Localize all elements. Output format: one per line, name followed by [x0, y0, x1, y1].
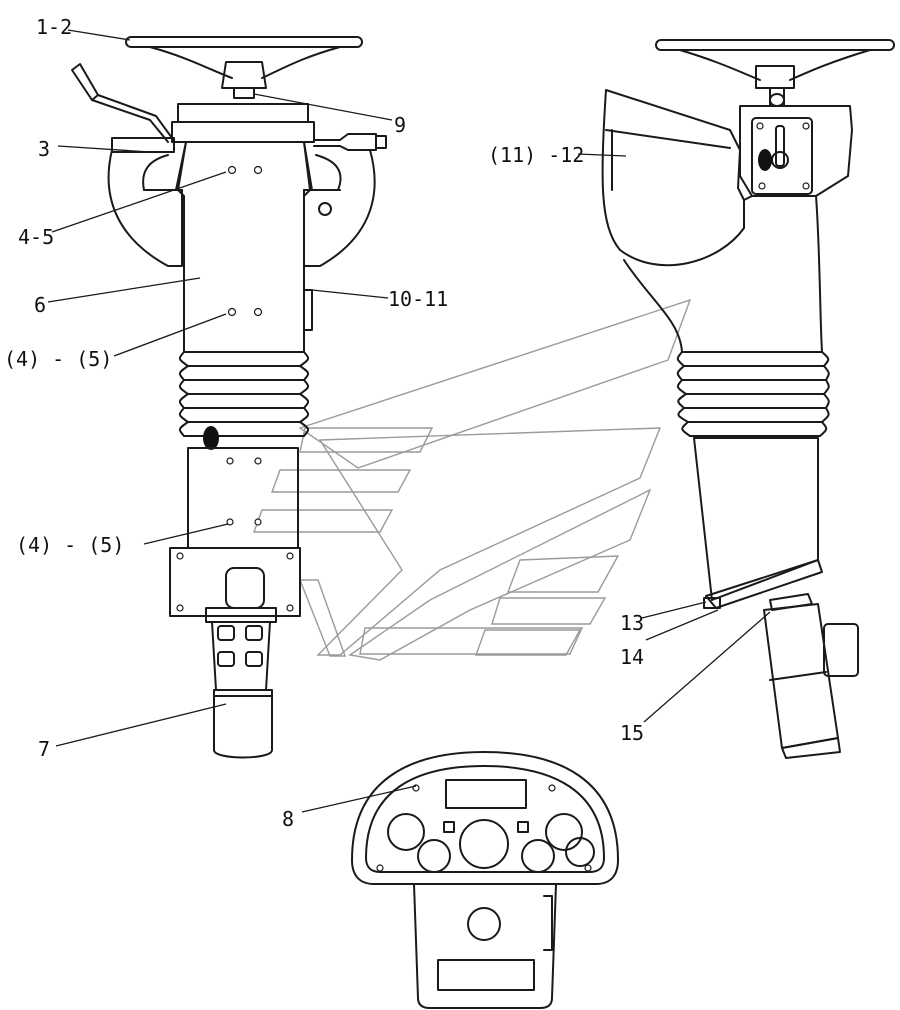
callout-9: 9 — [394, 113, 406, 137]
wiring-clip — [203, 426, 219, 450]
callout-7: 7 — [38, 737, 50, 761]
instrument-dashboard — [351, 751, 619, 1009]
watermark-logo — [253, 298, 692, 661]
callout-4-5-paren-upper: (4) - (5) — [4, 347, 112, 371]
callout-13: 13 — [620, 611, 644, 635]
upper-column-housing — [177, 141, 311, 353]
lcd-display — [445, 779, 527, 809]
steering-shroud — [601, 89, 745, 267]
steering-wheel-hub — [221, 61, 267, 89]
left-steering-assembly — [71, 36, 387, 759]
callout-labels: 1-2 3 4-5 6 (4) - (5) (4) - (5) 7 9 10-1… — [4, 15, 644, 831]
steering-wheel-rim — [125, 36, 363, 48]
callout-11-12: (11) -12 — [488, 143, 584, 167]
callout-14: 14 — [620, 645, 644, 669]
right-steering-assembly — [601, 39, 895, 759]
callout-10-11: 10-11 — [388, 287, 448, 311]
callout-6: 6 — [34, 293, 46, 317]
callout-4-5: 4-5 — [18, 225, 54, 249]
callout-4-5-paren-lower: (4) - (5) — [16, 533, 124, 557]
callout-1-2: 1-2 — [36, 15, 72, 39]
callout-15: 15 — [620, 721, 644, 745]
lower-column-housing — [187, 447, 299, 549]
tilt-lever-handle — [71, 63, 99, 101]
column-bellows — [178, 351, 310, 437]
callout-3: 3 — [38, 137, 50, 161]
mounting-plate — [169, 547, 301, 617]
right-bellows — [676, 351, 830, 437]
leader-lines — [47, 29, 771, 813]
callout-8: 8 — [282, 807, 294, 831]
